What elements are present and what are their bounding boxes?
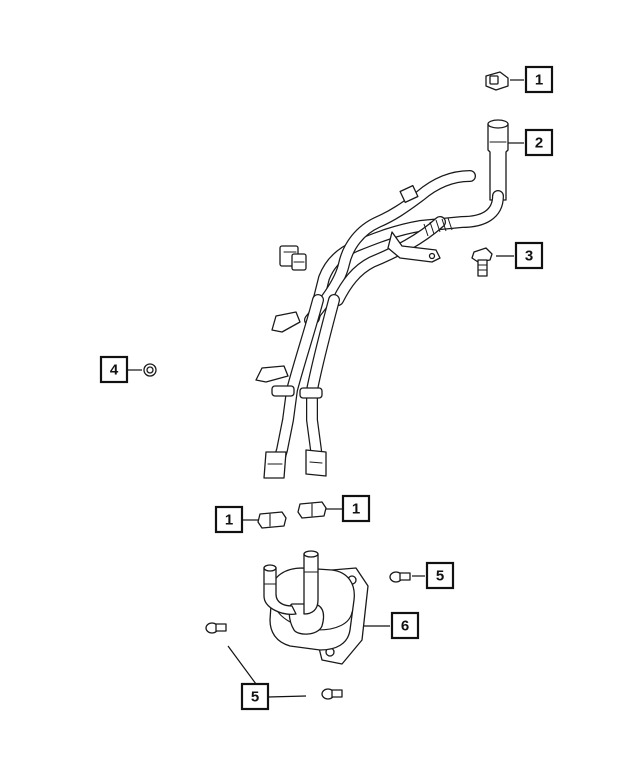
screw-left[interactable] — [205, 622, 227, 634]
callout-4[interactable]: 4 — [99, 355, 129, 384]
callout-1-top[interactable]: 1 — [524, 65, 554, 94]
callout-label: 5 — [251, 689, 259, 706]
corrugated-sleeve — [423, 217, 453, 237]
callout-label: 1 — [535, 72, 543, 89]
hose-clip-right[interactable] — [297, 501, 327, 519]
cooler-hose-assembly[interactable] — [255, 119, 509, 479]
callout-label: 3 — [525, 248, 533, 265]
callout-label: 1 — [352, 501, 360, 518]
callout-label: 1 — [225, 512, 233, 529]
hose-connector-clip — [279, 245, 307, 271]
plug[interactable] — [143, 363, 157, 377]
callout-label: 6 — [401, 618, 409, 635]
hose-clip-top[interactable] — [485, 71, 509, 91]
callout-label: 2 — [535, 135, 543, 152]
callout-3[interactable]: 3 — [514, 241, 544, 270]
screw-bottom[interactable] — [321, 688, 343, 700]
callout-6[interactable]: 6 — [390, 611, 420, 640]
callout-1-right[interactable]: 1 — [341, 494, 371, 523]
leader-line — [227, 645, 257, 685]
oil-cooler[interactable] — [263, 550, 369, 665]
callout-2[interactable]: 2 — [524, 128, 554, 157]
leader-line — [267, 695, 307, 698]
callout-1-left[interactable]: 1 — [214, 505, 244, 534]
callout-5-right[interactable]: 5 — [425, 561, 455, 590]
hose-clip-left[interactable] — [257, 511, 287, 529]
callout-5-bottom[interactable]: 5 — [240, 682, 270, 711]
callout-label: 4 — [110, 362, 119, 379]
screw-right[interactable] — [389, 571, 411, 583]
callout-label: 5 — [436, 568, 444, 585]
bolt[interactable] — [471, 247, 493, 277]
